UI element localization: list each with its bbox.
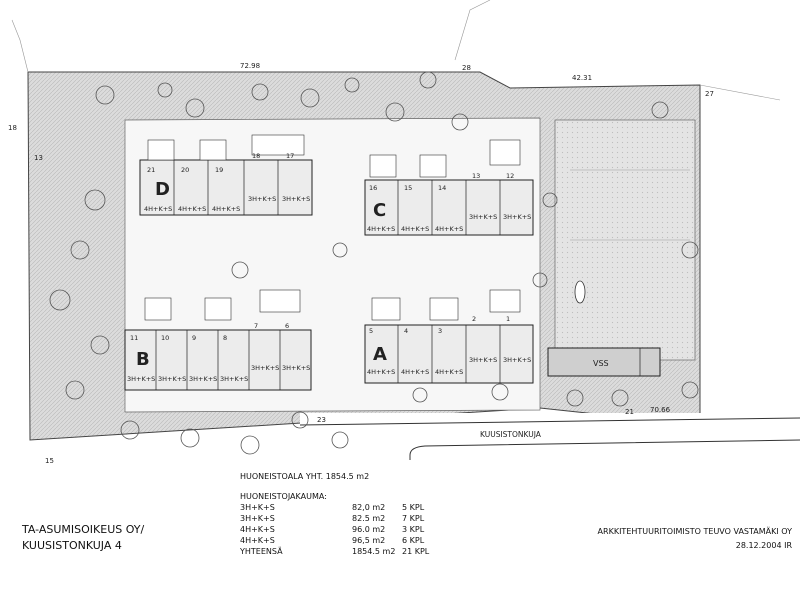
- building-letter-b: B: [136, 349, 150, 370]
- unit-1: 1: [506, 315, 510, 323]
- row-area: 82.5 m2: [352, 514, 386, 523]
- building-d: [139, 134, 313, 216]
- drawing-date: 28.12.2004 IR: [735, 541, 792, 550]
- unit-3: 3: [438, 327, 442, 335]
- row-area: 96.0 m2: [352, 525, 386, 534]
- total-area: 1854.5 m2: [352, 547, 396, 556]
- client-name-line1: TA-ASUMISOIKEUS OY/: [22, 523, 145, 536]
- type-unit-17: 3H+K+S: [282, 195, 310, 203]
- row-count: 5 KPL: [402, 503, 425, 512]
- trees: [49, 71, 699, 455]
- type-unit-15: 4H+K+S: [401, 225, 429, 233]
- unit-10: 10: [161, 334, 169, 342]
- architect-name: ARKKITEHTUURITOIMISTO TEUVO VASTAMÄKI OY: [597, 527, 792, 536]
- marker-18: 18: [8, 124, 17, 132]
- building-letter-a: A: [373, 344, 387, 365]
- row-count: 3 KPL: [402, 525, 425, 534]
- type-unit-9: 3H+K+S: [189, 375, 217, 383]
- building-letter-c: C: [373, 200, 386, 221]
- type-unit-13: 3H+K+S: [469, 213, 497, 221]
- unit-8: 8: [223, 334, 227, 342]
- unit-9: 9: [192, 334, 196, 342]
- row-area: 82,0 m2: [352, 503, 386, 512]
- building-a-labels: 5 4 3 2 1 4H+K+S 4H+K+S 4H+K+S 3H+K+S 3H…: [367, 315, 531, 376]
- type-unit-10: 3H+K+S: [158, 375, 186, 383]
- type-unit-4: 4H+K+S: [401, 368, 429, 376]
- marker-15: 15: [45, 457, 54, 465]
- unit-6: 6: [285, 322, 289, 330]
- marker-27: 27: [705, 90, 714, 98]
- site-plan: 21 20 19 18 17 4H+K+S 4H+K+S 4H+K+S 3H+K…: [8, 0, 800, 465]
- building-b: [124, 289, 312, 391]
- street: [300, 413, 800, 447]
- unit-4: 4: [404, 327, 408, 335]
- unit-11: 11: [130, 334, 138, 342]
- dimension-top: 72.98: [240, 62, 260, 70]
- unit-17: 17: [286, 152, 294, 160]
- unit-2: 2: [472, 315, 476, 323]
- unit-16: 16: [369, 184, 377, 192]
- marker-28: 28: [462, 64, 471, 72]
- marker-23: 23: [317, 416, 326, 424]
- dimension-right: 70.66: [650, 406, 671, 414]
- type-unit-3: 4H+K+S: [435, 368, 463, 376]
- unit-12: 12: [506, 172, 514, 180]
- row-count: 7 KPL: [402, 514, 425, 523]
- vss-label: VSS: [593, 359, 609, 368]
- dimension-top-right: 42.31: [572, 74, 592, 82]
- building-c: [364, 139, 534, 236]
- type-unit-12: 3H+K+S: [503, 213, 531, 221]
- distribution-table-title: HUONEISTOJAKAUMA:: [240, 492, 327, 501]
- row-type: 3H+K+S: [240, 514, 275, 523]
- type-unit-14: 4H+K+S: [435, 225, 463, 233]
- building-letter-d: D: [155, 179, 170, 200]
- type-unit-6: 3H+K+S: [282, 364, 310, 372]
- type-unit-8: 3H+K+S: [220, 375, 248, 383]
- car-icon: [574, 280, 586, 304]
- unit-14: 14: [438, 184, 446, 192]
- type-unit-1: 3H+K+S: [503, 356, 531, 364]
- row-count: 6 KPL: [402, 536, 425, 545]
- row-type: 4H+K+S: [240, 525, 275, 534]
- client-name-line2: KUUSISTONKUJA 4: [22, 539, 122, 552]
- unit-18: 18: [252, 152, 260, 160]
- unit-15: 15: [404, 184, 412, 192]
- unit-19: 19: [215, 166, 223, 174]
- building-d-labels: 21 20 19 18 17 4H+K+S 4H+K+S 4H+K+S 3H+K…: [144, 152, 310, 213]
- marker-13: 13: [34, 154, 43, 162]
- row-area: 96,5 m2: [352, 536, 386, 545]
- type-unit-11: 3H+K+S: [127, 375, 155, 383]
- building-b-labels: 11 10 9 8 7 6 3H+K+S 3H+K+S 3H+K+S 3H+K+…: [127, 322, 310, 383]
- unit-13: 13: [472, 172, 480, 180]
- vss-building: [547, 347, 661, 377]
- marker-21: 21: [625, 408, 634, 416]
- type-unit-20: 4H+K+S: [178, 205, 206, 213]
- row-type: 3H+K+S: [240, 503, 275, 512]
- total-area-label: HUONEISTOALA YHT. 1854.5 m2: [240, 472, 370, 481]
- unit-5: 5: [369, 327, 373, 335]
- type-unit-21: 4H+K+S: [144, 205, 172, 213]
- total-type: YHTEENSÄ: [240, 547, 283, 556]
- street-name: KUUSISTONKUJA: [480, 430, 542, 439]
- row-type: 4H+K+S: [240, 536, 275, 545]
- total-count: 21 KPL: [402, 547, 430, 556]
- building-c-labels: 16 15 14 13 12 4H+K+S 4H+K+S 4H+K+S 3H+K…: [367, 172, 531, 233]
- type-unit-16: 4H+K+S: [367, 225, 395, 233]
- unit-7: 7: [254, 322, 258, 330]
- building-a: [364, 289, 534, 384]
- type-unit-2: 3H+K+S: [469, 356, 497, 364]
- unit-20: 20: [181, 166, 189, 174]
- unit-21: 21: [147, 166, 155, 174]
- type-unit-5: 4H+K+S: [367, 368, 395, 376]
- type-unit-7: 3H+K+S: [251, 364, 279, 372]
- type-unit-19: 4H+K+S: [212, 205, 240, 213]
- type-unit-18: 3H+K+S: [248, 195, 276, 203]
